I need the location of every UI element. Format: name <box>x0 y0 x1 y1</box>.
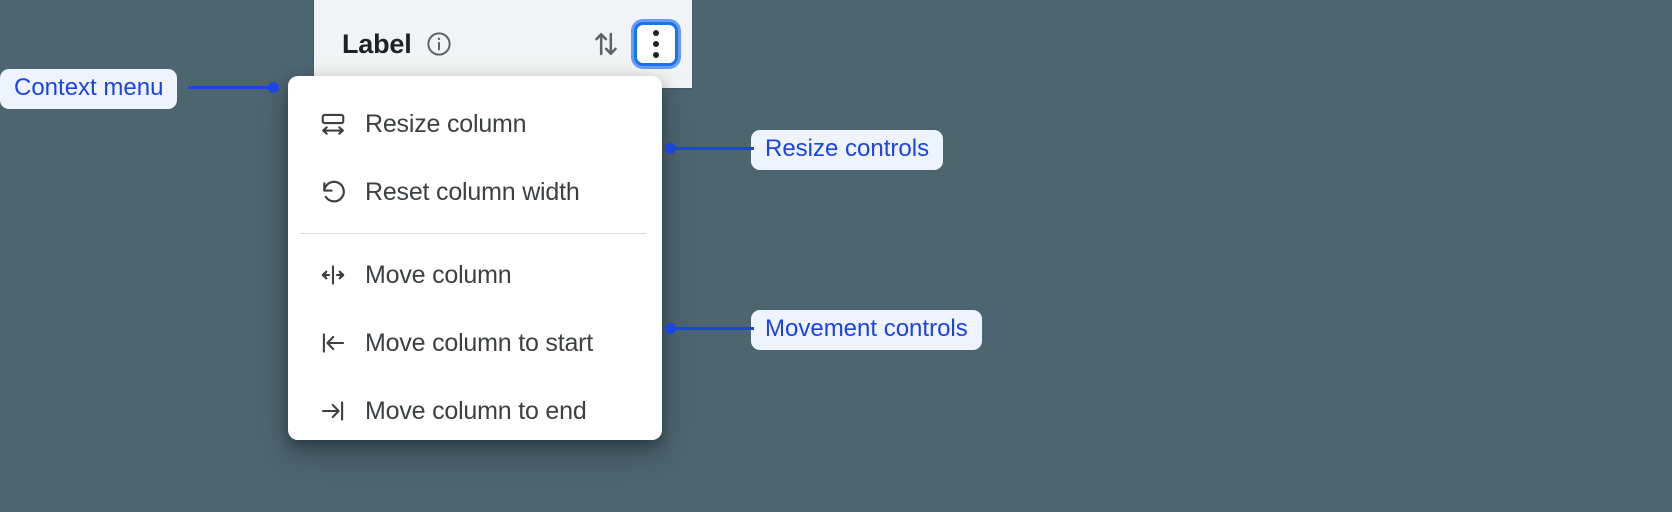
annotation-anchor-dot-movement-controls <box>665 323 676 334</box>
menu-item-label: Resize column <box>365 109 527 138</box>
move-column-to-start-icon <box>318 328 348 358</box>
annotation-anchor-dot-resize-controls <box>665 143 676 154</box>
column-header-panel: Label <box>314 0 692 88</box>
annotation-leader-line-context-menu <box>188 86 274 89</box>
sort-arrows-up-down-icon[interactable] <box>586 24 626 64</box>
column-menu-button[interactable] <box>634 22 678 66</box>
menu-item-resize-column[interactable]: Resize column <box>288 90 662 158</box>
annotation-label-movement-controls: Movement controls <box>751 310 982 350</box>
menu-item-move-column-to-start[interactable]: Move column to start <box>288 309 662 377</box>
annotation-label-resize-controls: Resize controls <box>751 130 944 170</box>
kebab-dot-1 <box>653 30 659 36</box>
resize-column-width-icon <box>318 109 348 139</box>
annotation-leader-line-movement-controls <box>670 327 754 330</box>
menu-item-move-column[interactable]: Move column <box>288 241 662 309</box>
menu-item-label: Reset column width <box>365 177 580 206</box>
move-column-left-right-icon <box>318 260 348 290</box>
annotation-leader-line-resize-controls <box>670 147 754 150</box>
annotation-label-context-menu: Context menu <box>0 69 178 109</box>
move-column-to-end-icon <box>318 396 348 426</box>
menu-item-label: Move column to end <box>365 396 587 425</box>
info-circle-icon[interactable] <box>425 30 453 58</box>
reset-rotate-counterclockwise-icon <box>318 177 348 207</box>
kebab-dot-3 <box>653 52 659 58</box>
menu-item-move-column-to-end[interactable]: Move column to end <box>288 377 662 440</box>
menu-separator <box>300 233 646 234</box>
column-header-title: Label <box>342 28 412 59</box>
menu-item-reset-column-width[interactable]: Reset column width <box>288 158 662 226</box>
menu-item-label: Move column <box>365 260 512 289</box>
annotation-anchor-dot-context-menu <box>268 82 279 93</box>
column-context-menu: Resize column Reset column width Move co… <box>288 76 662 440</box>
menu-item-label: Move column to start <box>365 328 594 357</box>
kebab-dot-2 <box>653 41 659 47</box>
